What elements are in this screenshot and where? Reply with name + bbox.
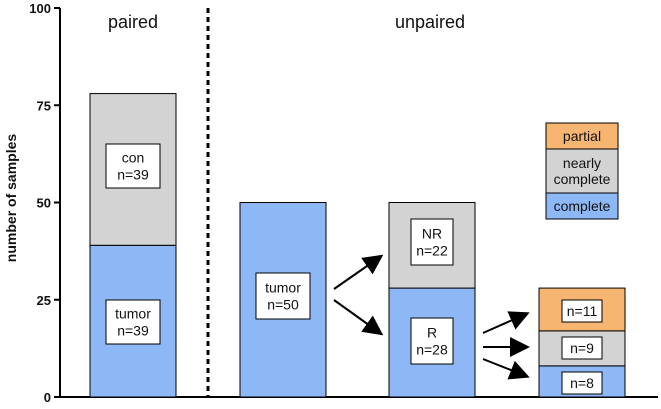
- data-label-unpaired-r-nr-0-0: R: [427, 325, 437, 341]
- arrow-tumor-to-r: [333, 299, 384, 336]
- labels-layer: tumorn=39conn=39tumorn=50Rn=28NRn=22n=8n…: [105, 143, 603, 395]
- data-label-paired-1-1: n=39: [117, 167, 149, 183]
- data-label-paired-1-0: con: [122, 150, 145, 166]
- y-tick-label: 100: [29, 1, 51, 16]
- data-label-paired-0-1: n=39: [117, 323, 149, 339]
- data-label-r-breakdown-2-0: n=11: [567, 303, 598, 319]
- data-label-unpaired-r-nr-0-1: n=28: [416, 342, 448, 358]
- y-tick-label: 25: [37, 293, 51, 308]
- section-label-paired: paired: [108, 12, 158, 32]
- bars-layer: [89, 93, 626, 398]
- section-label-unpaired: unpaired: [395, 12, 465, 32]
- data-label-paired-0-0: tumor: [115, 306, 151, 322]
- legend-swatch-complete: [545, 192, 619, 220]
- label-box-r-breakdown-2: [561, 299, 603, 323]
- label-box-r-breakdown-1: [561, 336, 603, 360]
- y-tick-label: 0: [44, 390, 51, 404]
- y-axis-label: number of samples: [3, 134, 19, 263]
- arrow-r-to-n8: [482, 358, 530, 380]
- label-box-paired-0: [105, 299, 161, 345]
- data-label-unpaired-r-nr-1-0: NR: [422, 226, 442, 242]
- data-label-unpaired-r-nr-1-1: n=22: [416, 243, 448, 259]
- label-box-unpaired-tumor-0: [255, 272, 311, 320]
- y-tick-label: 75: [37, 98, 51, 113]
- label-box-unpaired-r-nr-0: [410, 317, 454, 365]
- legend-swatch-nearly_complete: [545, 148, 619, 194]
- legend-label-nearly_complete-0: nearly: [563, 155, 601, 171]
- legend-label-partial-0: partial: [563, 128, 601, 144]
- arrow-tumor-to-nr: [333, 254, 384, 290]
- arrow-r-to-n11: [482, 311, 530, 334]
- data-label-r-breakdown-0-0: n=8: [570, 375, 594, 391]
- y-tick-label: 50: [37, 196, 51, 211]
- label-box-r-breakdown-0: [561, 371, 603, 395]
- label-box-unpaired-r-nr-1: [410, 218, 454, 266]
- legend-label-nearly_complete-1: complete: [554, 171, 611, 187]
- data-label-r-breakdown-1-0: n=9: [570, 340, 594, 356]
- label-box-paired-1: [105, 143, 161, 189]
- data-label-unpaired-tumor-0-1: n=50: [267, 297, 299, 313]
- data-label-unpaired-tumor-0-0: tumor: [265, 280, 301, 296]
- legend-label-complete-0: complete: [554, 198, 611, 214]
